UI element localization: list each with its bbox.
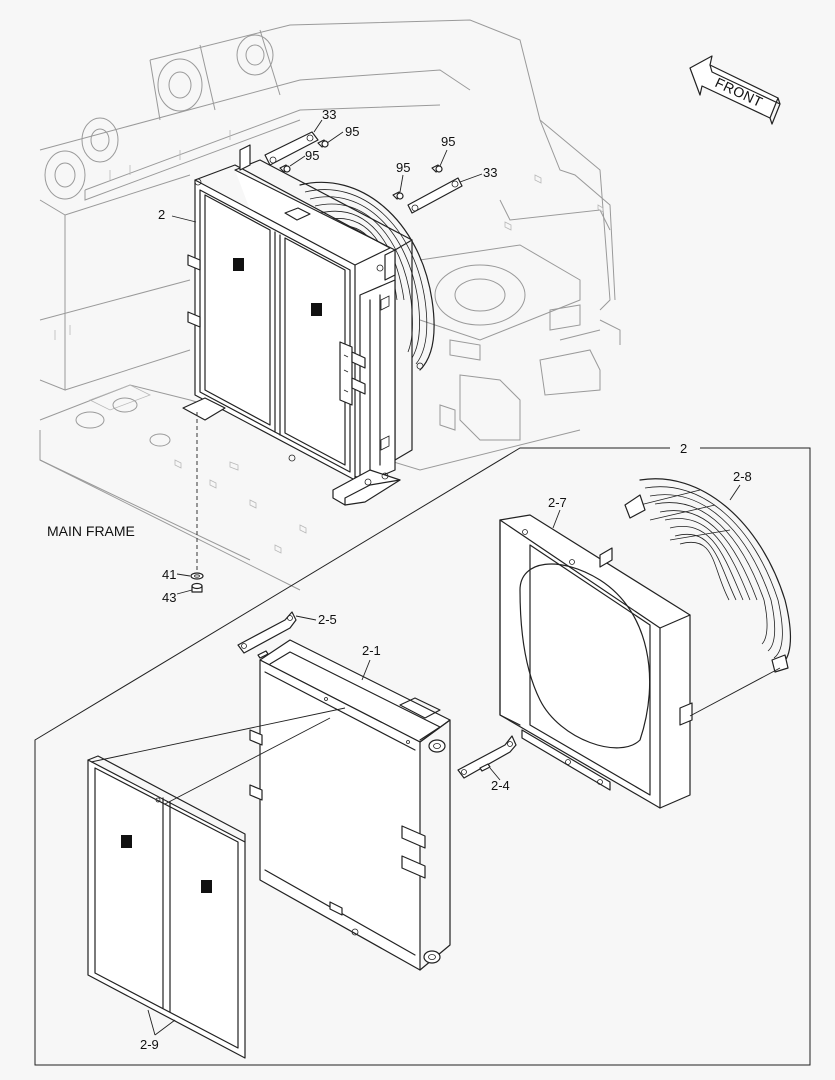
shroud-2-7 [499,514,693,809]
bracket-33-right [392,164,463,214]
screen-2-9 [87,755,246,1059]
part-labels: MAIN FRAME 2 2 33 33 95 95 95 95 41 43 2… [47,107,752,1052]
bracket-2-5 [237,611,297,659]
label-bolt-95-a: 95 [345,124,359,139]
label-shroud-2-7: 2-7 [548,495,567,510]
label-bolt-43: 43 [162,590,176,605]
exploded-view-frame [34,447,811,1066]
fan-guard-2-8 [624,478,791,673]
installed-radiator-assembly [182,144,435,506]
label-washer-41: 41 [162,567,176,582]
label-core-2-1: 2-1 [362,643,381,658]
washer-41 [190,572,204,580]
bracket-33-left [264,131,329,173]
radiator-core-2-1 [249,639,451,971]
leader-lines [90,119,781,1036]
label-bolt-95-d: 95 [396,160,410,175]
bracket-2-4 [457,735,517,779]
label-bracket-2-5: 2-5 [318,612,337,627]
label-bracket-33-a: 33 [322,107,336,122]
label-bolt-95-b: 95 [305,148,319,163]
bolt-43 [191,582,203,593]
label-guard-2-8: 2-8 [733,469,752,484]
label-bracket-33-b: 33 [483,165,497,180]
front-direction-arrow: FRONT [689,55,781,125]
label-radiator-assy-box: 2 [680,441,687,456]
label-bracket-2-4: 2-4 [491,778,510,793]
label-bolt-95-c: 95 [441,134,455,149]
main-frame-background [39,19,621,591]
label-main-frame: MAIN FRAME [47,523,135,539]
label-screen-2-9: 2-9 [140,1037,159,1052]
label-radiator-assy-top: 2 [158,207,165,222]
